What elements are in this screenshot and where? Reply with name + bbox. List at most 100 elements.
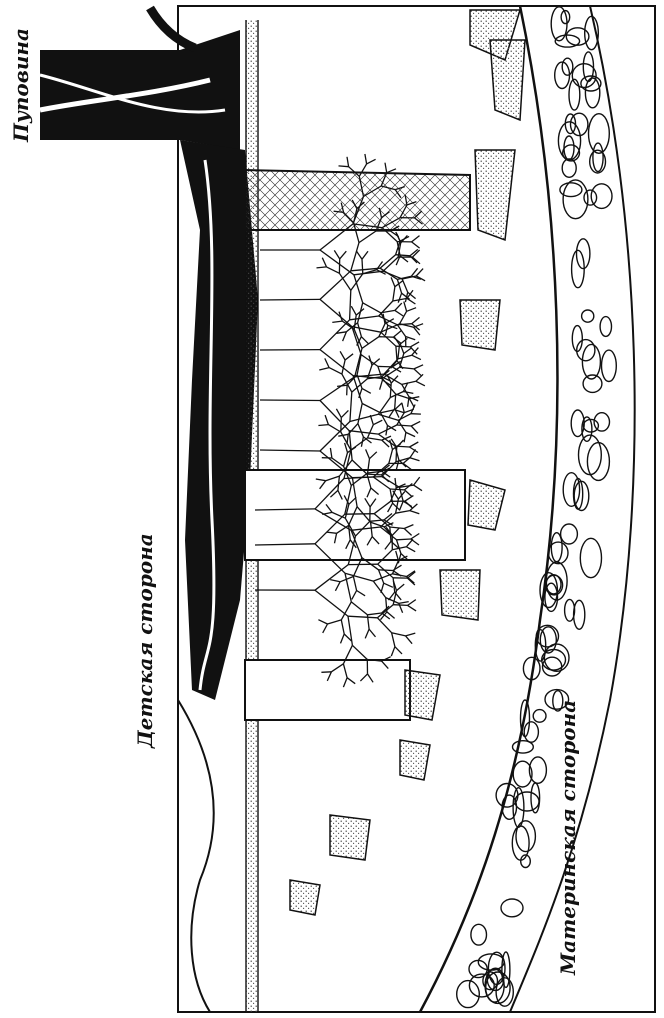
decidual-cell xyxy=(457,981,480,1008)
villus-branch xyxy=(372,359,380,366)
villus-branch xyxy=(319,368,329,370)
villus-branch xyxy=(366,449,370,458)
villus-branch xyxy=(394,336,400,344)
villus-branch xyxy=(350,290,351,319)
villus-branch xyxy=(400,311,407,324)
decidual-cell xyxy=(563,473,579,507)
villus-branch xyxy=(407,298,415,304)
villus-branch xyxy=(362,337,379,349)
decidual-cell xyxy=(593,143,603,171)
decidual-cell xyxy=(585,78,599,108)
villus-branch xyxy=(399,602,409,604)
villus-branch xyxy=(381,332,396,346)
villus-branch xyxy=(315,590,348,616)
villus-branch xyxy=(406,633,416,636)
villus-branch xyxy=(367,613,381,615)
villus-branch xyxy=(408,578,415,585)
villus-branch xyxy=(379,316,398,325)
villus-branch xyxy=(339,166,349,167)
villus-branch xyxy=(350,316,379,320)
villus-branch xyxy=(390,383,391,397)
villus-branch xyxy=(395,394,396,408)
decidual-cell xyxy=(582,344,600,379)
villus-branch xyxy=(328,620,342,624)
villus-branch xyxy=(410,342,419,347)
villus-branch xyxy=(355,348,362,376)
villus-branch xyxy=(377,618,391,633)
decidual-cell xyxy=(564,136,574,160)
villus-branch xyxy=(359,231,376,243)
villus-branch xyxy=(411,426,418,433)
villus-branch xyxy=(362,388,371,393)
villus-branch xyxy=(406,432,415,436)
villus-branch xyxy=(340,251,347,259)
villus-branch xyxy=(416,374,423,381)
villus-branch xyxy=(380,380,383,390)
villus-branch xyxy=(343,332,347,341)
villus-branch xyxy=(407,308,417,312)
decidual-cell xyxy=(591,184,612,209)
villus-branch xyxy=(350,392,352,421)
decidual-cell xyxy=(600,317,611,337)
villus-branch xyxy=(400,344,404,353)
villus-branch xyxy=(397,584,405,591)
villus-branch xyxy=(367,159,376,164)
villus-branch xyxy=(350,414,379,421)
villus-branch xyxy=(396,346,397,360)
villus-branch xyxy=(395,403,402,410)
villus-branch xyxy=(412,242,420,248)
villus-branch xyxy=(397,425,411,426)
decidual-cell xyxy=(562,159,576,177)
label-fetal-side: Детская сторона xyxy=(133,533,157,749)
villus-branch xyxy=(368,425,374,438)
villus-branch xyxy=(379,337,393,338)
label-maternal-side: Материнская сторона xyxy=(556,700,580,976)
villus-branch xyxy=(260,450,320,451)
villus-branch xyxy=(403,392,413,394)
decidual-cell xyxy=(560,183,582,197)
villus-branch xyxy=(352,327,381,333)
villus-branch xyxy=(330,580,340,582)
villus-branch xyxy=(341,620,344,634)
villus-branch xyxy=(408,605,417,611)
villus-branch xyxy=(416,381,425,386)
villus-branch xyxy=(395,303,402,310)
villus-branch xyxy=(349,431,378,434)
villus-branch xyxy=(378,414,398,420)
villus-branch xyxy=(361,337,368,344)
villus-branch xyxy=(341,410,348,417)
villus-branch xyxy=(332,321,342,322)
villus-branch xyxy=(389,592,395,600)
villus-branch xyxy=(325,415,328,425)
villus-branch xyxy=(351,306,356,315)
villus-branch xyxy=(362,251,368,259)
label-umbilical-cord: Пуповина xyxy=(9,28,33,143)
villus-branch xyxy=(386,598,399,604)
villus-branch xyxy=(351,274,363,291)
villus-branch xyxy=(403,463,411,469)
villus-branch xyxy=(400,354,404,368)
villus-branch xyxy=(356,251,362,259)
villus-branch xyxy=(384,583,393,587)
villus-branch xyxy=(352,645,367,659)
decidual-cell xyxy=(533,710,546,723)
villus-branch xyxy=(410,458,420,461)
villus-branch xyxy=(347,157,349,167)
villus-branch xyxy=(327,267,340,273)
decidual-cell xyxy=(512,826,529,860)
villus-branch xyxy=(398,293,401,302)
decidual-cell xyxy=(589,114,610,154)
villus-branch xyxy=(404,348,412,354)
decidual-cell xyxy=(584,190,597,205)
villous-trees xyxy=(255,154,425,687)
villus-branch xyxy=(402,403,405,413)
villus-branch xyxy=(351,602,367,615)
decidual-cell xyxy=(582,310,594,322)
decidual-cell xyxy=(551,533,562,562)
chorion-lower xyxy=(178,700,214,1012)
villus-branch xyxy=(414,369,421,376)
villus-branch xyxy=(348,616,352,645)
villus-branch xyxy=(318,425,328,426)
villus-branch xyxy=(318,620,327,624)
